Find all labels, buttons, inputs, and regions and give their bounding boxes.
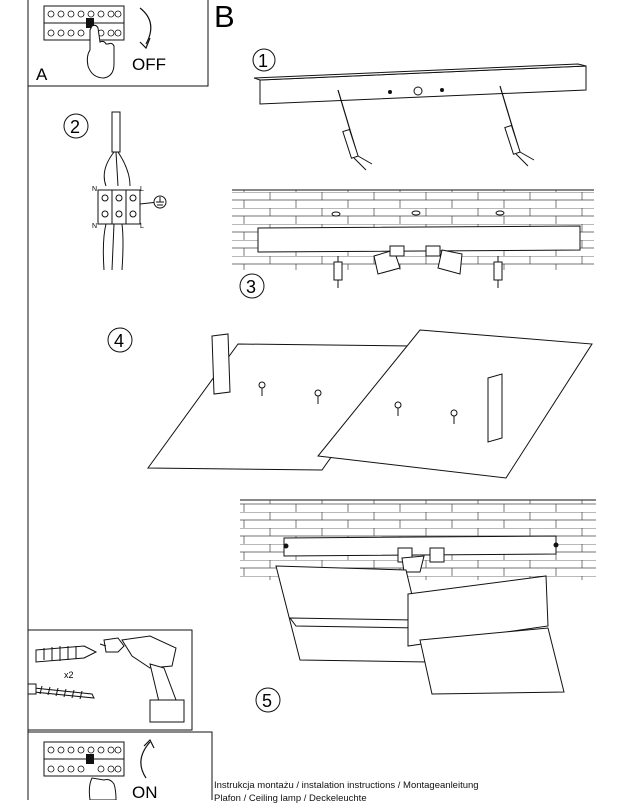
turn-off-arrow-icon xyxy=(139,7,152,45)
step-2-number: 2 xyxy=(70,117,80,137)
breaker-block-icon xyxy=(43,5,125,41)
caption-line-1: Instrukcja montażu / instalation instruc… xyxy=(214,780,479,791)
panel-a-switch-off: A OFF xyxy=(27,0,209,87)
panel-c-letter: C xyxy=(36,797,48,800)
step-1-mounting: 1 xyxy=(252,48,587,171)
drill-icon xyxy=(99,635,185,723)
step-2-wiring: 2 N L N L xyxy=(63,111,167,271)
step-4-number: 4 xyxy=(114,331,124,351)
hand-icon xyxy=(86,24,115,79)
hand-icon xyxy=(88,777,117,800)
live-label-bottom: L xyxy=(140,223,144,230)
panel-right xyxy=(317,329,593,479)
ground-icon xyxy=(153,195,167,209)
breaker-block-icon xyxy=(43,741,125,777)
turn-on-arrow-icon xyxy=(140,741,151,779)
terminal-block-icon xyxy=(97,189,141,225)
quantity-label: x2 xyxy=(64,670,74,680)
step-5-number: 5 xyxy=(262,691,272,711)
step-4-panels: 4 xyxy=(107,327,593,479)
live-label-top: L xyxy=(140,186,144,193)
bulb-socket-icon xyxy=(373,245,463,275)
screw-dowel-icon xyxy=(337,89,373,171)
caption-line-2: Plafon / Ceiling lamp / Deckeleuchte xyxy=(214,793,367,804)
screw-dowel-icon xyxy=(499,85,535,167)
assembled-panel-right xyxy=(407,575,549,647)
screw-icon xyxy=(27,683,95,700)
step-3-wall-mount: 3 xyxy=(232,189,594,299)
on-label: ON xyxy=(132,783,158,800)
panel-c-switch-on: C ON xyxy=(27,731,213,800)
step-3-number: 3 xyxy=(246,277,256,297)
panel-b-letter: B xyxy=(214,0,235,34)
step-5-assembled: 5 xyxy=(240,499,596,713)
step-1-number: 1 xyxy=(258,51,268,71)
wall-plug-icon xyxy=(35,645,98,663)
assembled-panel-left xyxy=(275,565,429,663)
neutral-label-top: N xyxy=(92,186,97,193)
panel-a-letter: A xyxy=(36,65,48,84)
tools-panel: x2 xyxy=(27,629,193,731)
off-label: OFF xyxy=(132,55,166,74)
panel-left xyxy=(147,343,411,471)
neutral-label-bottom: N xyxy=(92,223,97,230)
